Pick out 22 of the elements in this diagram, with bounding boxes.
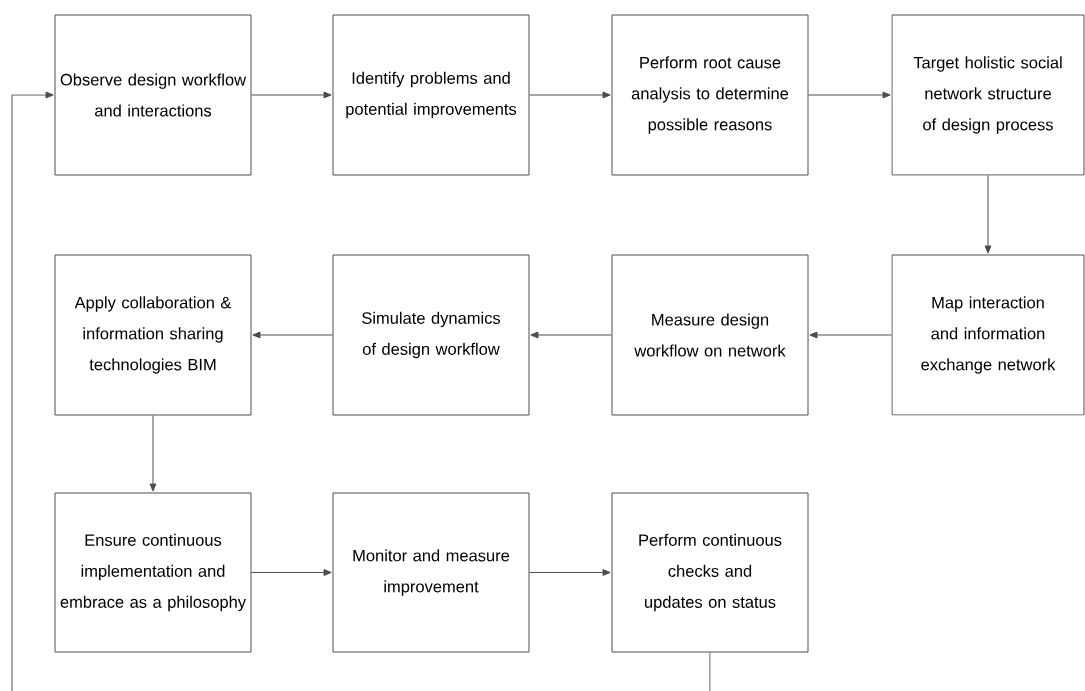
- process-box: Measure design workflow on network: [611, 254, 809, 416]
- arrow: [809, 331, 892, 339]
- process-box: Simulate dynamics of design workflow: [332, 254, 530, 416]
- arrow: [252, 331, 333, 339]
- process-box: Perform continuous checks and updates on status: [611, 492, 809, 653]
- arrow: [808, 91, 891, 99]
- process-box: Monitor and measure improvement: [332, 492, 530, 653]
- arrow: [251, 569, 332, 576]
- arrow: [529, 91, 611, 99]
- process-box: Target holistic social network structure of design process: [891, 14, 1085, 176]
- arrow: [530, 331, 612, 339]
- process-box: Perform root cause analysis to determine possible reasons: [611, 14, 809, 176]
- process-box: Ensure continuous implementation and embrace as a philosophy: [54, 492, 252, 653]
- arrow: [11, 91, 711, 691]
- arrow: [984, 175, 992, 254]
- arrow: [529, 569, 611, 576]
- arrow: [149, 415, 157, 492]
- process-box: Observe design workflow and interactions: [54, 14, 252, 176]
- arrow: [251, 91, 332, 99]
- process-box: Identify problems and potential improvements: [332, 14, 530, 176]
- process-box: Map interaction and information exchange network: [891, 254, 1085, 416]
- process-box: Apply collaboration & information sharing technologies BIM: [54, 254, 252, 416]
